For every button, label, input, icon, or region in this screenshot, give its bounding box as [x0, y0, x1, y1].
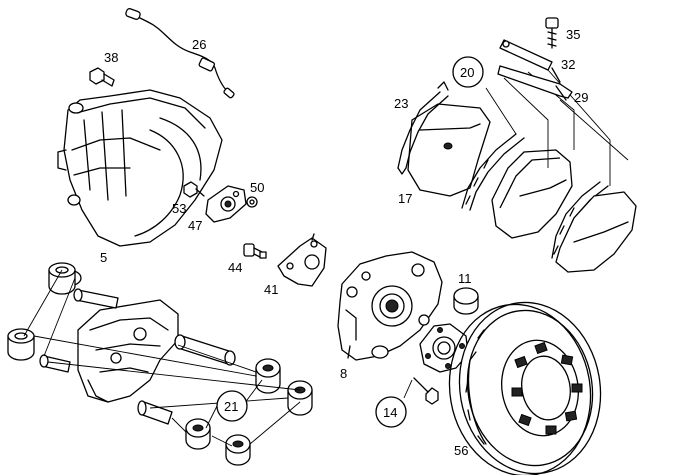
guide-pin-upper — [73, 288, 119, 309]
label-11: 11 — [458, 271, 472, 286]
bolt-14 — [403, 377, 439, 405]
rubber-bush-a — [255, 358, 281, 394]
caliper-housing-5 — [57, 89, 223, 247]
label-29: 29 — [574, 90, 588, 105]
label-44: 44 — [228, 260, 242, 275]
hub-body-8 — [337, 251, 443, 361]
callout-circle-21 — [216, 390, 248, 422]
pad-17-front — [407, 103, 491, 197]
plate-41 — [277, 233, 327, 287]
callout-circle-20 — [452, 56, 484, 88]
pad-leader-lines — [485, 69, 629, 186]
label-56: 56 — [454, 443, 468, 458]
wear-sensor-cable — [125, 8, 235, 99]
bolt-53 — [183, 181, 205, 198]
label-53: 53 — [172, 201, 186, 216]
bleeder-44 — [243, 243, 267, 259]
label-8: 8 — [340, 366, 347, 381]
label-38: 38 — [104, 50, 118, 65]
label-41: 41 — [264, 282, 278, 297]
label-23: 23 — [394, 96, 408, 111]
rubber-bush-d — [225, 434, 251, 466]
slide-pin-bottom — [137, 400, 173, 425]
flange-14 — [419, 323, 469, 373]
caliper-carrier — [77, 299, 179, 403]
pad-3 — [555, 191, 637, 273]
spring-23 — [397, 81, 449, 175]
pad-2 — [491, 149, 573, 239]
bush-left-top — [48, 262, 82, 295]
label-17: 17 — [398, 191, 412, 206]
rubber-bush-b — [287, 380, 313, 416]
label-26: 26 — [192, 37, 206, 52]
disc-stud-holes — [511, 341, 583, 435]
retaining-bar-32 — [497, 39, 573, 101]
label-14: 14 — [383, 405, 397, 420]
callout-circle-14 — [375, 396, 407, 428]
slide-pin-right — [174, 334, 236, 366]
label-21: 21 — [224, 399, 238, 414]
screw-35 — [545, 17, 559, 49]
part-labels: 5 8 11 14 17 20 21 23 26 29 32 35 38 41 … — [100, 27, 588, 458]
label-20: 20 — [460, 65, 474, 80]
label-47: 47 — [188, 218, 202, 233]
label-5: 5 — [100, 250, 107, 265]
pad-spring-2 — [461, 133, 525, 211]
label-50: 50 — [250, 180, 264, 195]
cap-11 — [453, 287, 479, 315]
label-32: 32 — [561, 57, 575, 72]
bolt-38 — [89, 67, 115, 87]
rubber-bush-c — [185, 418, 211, 450]
guide-pin-lower — [39, 354, 71, 373]
washer-50 — [246, 196, 258, 208]
bush-left-bottom — [7, 328, 35, 361]
bracket-47 — [205, 185, 247, 223]
brake-disc-56 — [448, 301, 602, 475]
label-35: 35 — [566, 27, 580, 42]
